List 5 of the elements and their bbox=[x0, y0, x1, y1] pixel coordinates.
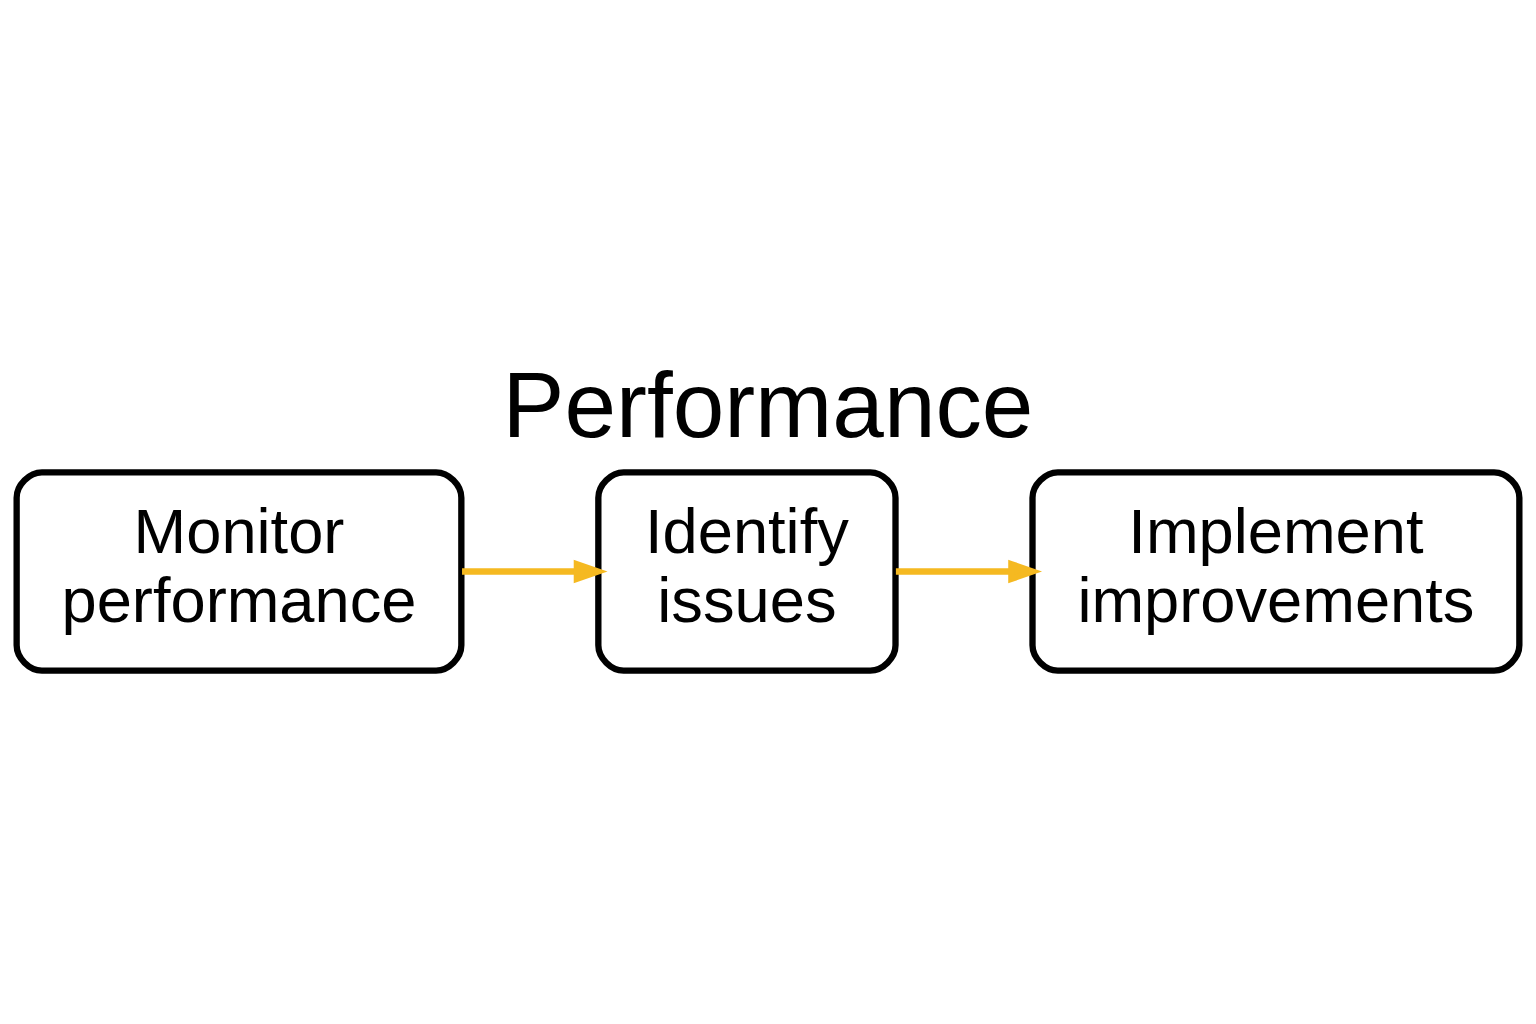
node-box: Monitor performance bbox=[13, 468, 465, 674]
diagram-title: Performance bbox=[502, 352, 1034, 457]
arrow bbox=[895, 559, 1043, 583]
node-box: Identify issues bbox=[595, 468, 899, 674]
node-box: Implement improvements bbox=[1029, 468, 1523, 674]
